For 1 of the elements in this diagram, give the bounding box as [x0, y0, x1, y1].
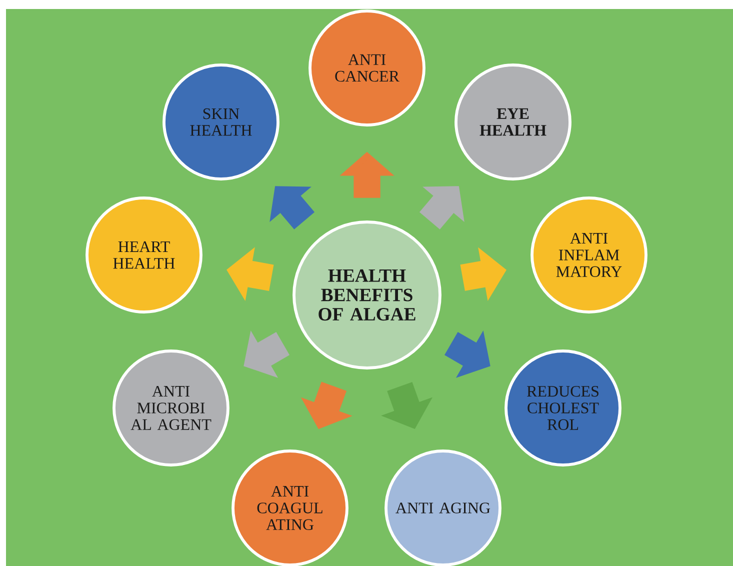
block-arrow — [270, 186, 315, 230]
